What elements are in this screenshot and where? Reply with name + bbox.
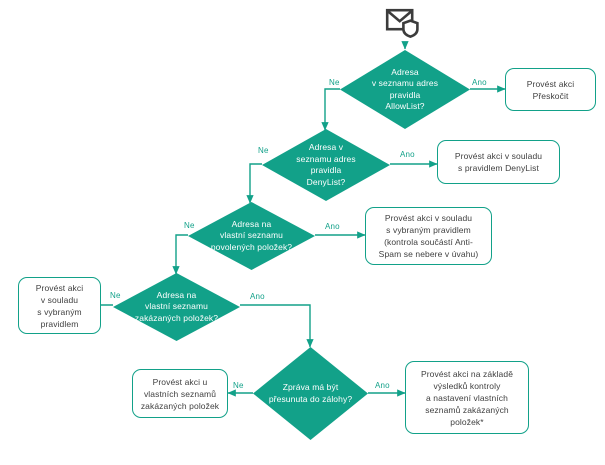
- edge-denylist-no: [246, 163, 262, 204]
- edge-label-allowlist-yes: Ano: [472, 78, 487, 87]
- edge-label-denylist-no: Ne: [258, 146, 269, 155]
- action-scan-and-own-blocked-label: Provést akci na základě výsledků kontrol…: [420, 368, 514, 427]
- edge-label-own-blocked-no: Ne: [110, 291, 121, 300]
- action-own-blocked-lists[interactable]: Provést akci u vlastních seznamů zakázan…: [132, 369, 228, 418]
- edge-label-allowlist-no: Ne: [329, 78, 340, 87]
- action-denylist-rule-label: Provést akci v souladu s pravidlem DenyL…: [454, 151, 543, 173]
- edge-label-quarantine-no: Ne: [233, 381, 244, 390]
- action-skip-label: Provést akci Přeskočit: [526, 78, 575, 101]
- action-skip[interactable]: Provést akci Přeskočit: [505, 68, 596, 111]
- decision-allowlist-label: Adresa v seznamu adres pravidla AllowLis…: [371, 66, 439, 112]
- edge-label-own-blocked-yes: Ano: [250, 292, 265, 301]
- action-own-blocked-lists-label: Provést akci u vlastních seznamů zakázan…: [140, 376, 220, 411]
- edge-label-own-allowed-yes: Ano: [325, 222, 340, 231]
- action-selected-rule[interactable]: Provést akci v souladu s vybraným pravid…: [18, 277, 101, 334]
- decision-own-blocked-label: Adresa na vlastní seznamu zakázaných pol…: [134, 289, 219, 323]
- action-denylist-rule[interactable]: Provést akci v souladu s pravidlem DenyL…: [437, 140, 560, 184]
- action-selected-rule-antispam-label: Provést akci v souladu s vybraným pravid…: [378, 213, 479, 259]
- edge-own-allowed-no: [172, 234, 188, 275]
- mail-shield-icon: [385, 8, 425, 44]
- edge-own-blocked-yes: [240, 304, 314, 348]
- edge-label-quarantine-yes: Ano: [375, 381, 390, 390]
- edge-label-own-allowed-no: Ne: [184, 221, 195, 230]
- action-scan-and-own-blocked[interactable]: Provést akci na základě výsledků kontrol…: [405, 361, 529, 434]
- action-selected-rule-antispam[interactable]: Provést akci v souladu s vybraným pravid…: [365, 207, 492, 265]
- edge-label-denylist-yes: Ano: [400, 150, 415, 159]
- decision-denylist-label: Adresa v seznamu adres pravidla DenyList…: [296, 142, 356, 187]
- decision-quarantine-label: Zpráva má být přesunuta do zálohy?: [268, 382, 353, 404]
- decision-own-allowed-label: Adresa na vlastní seznamu povolených pol…: [210, 218, 293, 252]
- edge-allowlist-no: [321, 88, 340, 131]
- action-selected-rule-label: Provést akci v souladu s vybraným pravid…: [35, 282, 84, 329]
